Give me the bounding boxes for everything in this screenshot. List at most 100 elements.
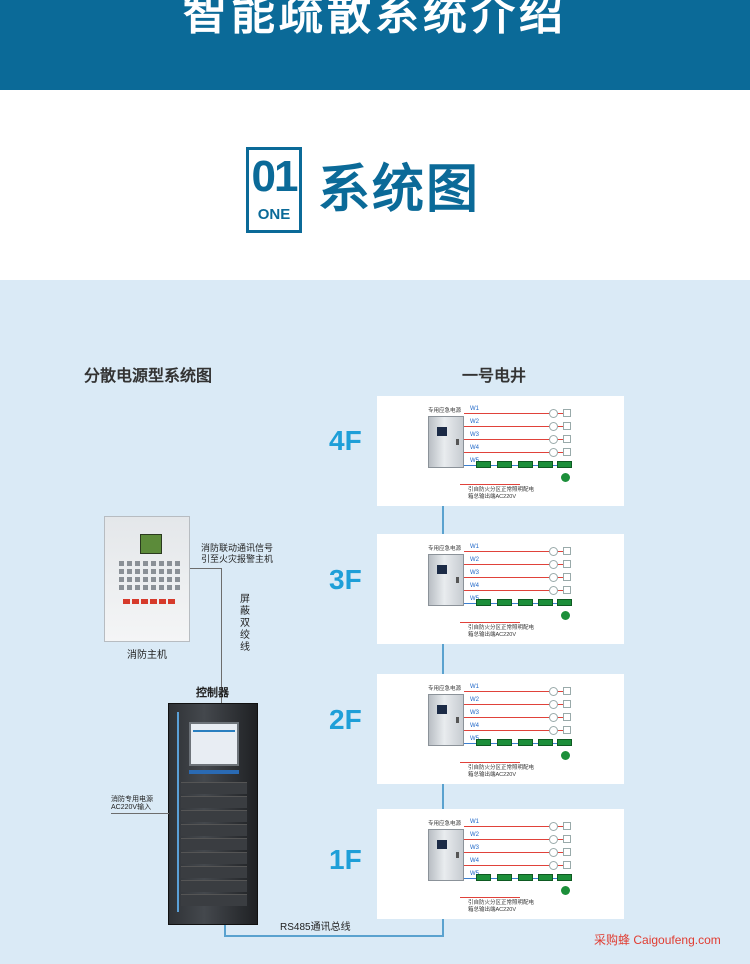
section-title: 系统图 [318, 161, 481, 219]
watermark: 采购蜂 Caigoufeng.com [594, 931, 721, 948]
circuit-line [464, 852, 569, 853]
card-note-line2: 箱总输出端AC220V [468, 632, 516, 638]
circuit-tag: W4 [470, 445, 479, 451]
exit-sign-icon [518, 599, 533, 606]
feeder-line [460, 897, 520, 898]
circuit-line [464, 564, 569, 565]
rack-slot [181, 838, 247, 850]
lamp-box-icon [563, 409, 571, 417]
circuit-line [464, 452, 569, 453]
lamp-box-icon [563, 822, 571, 830]
circuit-tag: W2 [470, 557, 479, 563]
emergency-power-cabinet [428, 554, 464, 606]
circuit-tag: W2 [470, 697, 479, 703]
host-key [135, 577, 140, 582]
exit-sign-icon [557, 739, 572, 746]
power-input-wire [111, 813, 169, 814]
host-alarm-button [150, 599, 157, 604]
rack-slot [181, 782, 247, 794]
circuit-line [464, 439, 569, 440]
circuit-line [464, 839, 569, 840]
rack-slot [181, 880, 247, 892]
exit-sign-icon [476, 874, 491, 881]
host-key [159, 577, 164, 582]
host-alarm-button [168, 599, 175, 604]
lamp-box-icon [563, 573, 571, 581]
circuit-line [464, 743, 569, 744]
exit-sign-icon [518, 874, 533, 881]
rack-door-trim [177, 712, 179, 912]
circuit-tag: W4 [470, 583, 479, 589]
card-note-line1: 引自防火分区正常照明配电 [468, 487, 535, 493]
host-key [127, 577, 132, 582]
circuit-tag: W4 [470, 858, 479, 864]
circuit-tag: W5 [470, 736, 479, 742]
circuit-line [464, 704, 569, 705]
lamp-box-icon [563, 713, 571, 721]
host-alarm-button [141, 599, 148, 604]
rack-slot [181, 824, 247, 836]
bus-label: RS485通讯总线 [280, 922, 351, 933]
circuit-tag: W1 [470, 406, 479, 412]
host-key [127, 569, 132, 574]
host-key [127, 585, 132, 590]
host-key [167, 585, 172, 590]
light-fixture-icon [549, 448, 558, 457]
host-key [119, 561, 124, 566]
host-key [151, 585, 156, 590]
host-key [143, 577, 148, 582]
host-key [175, 577, 180, 582]
floor-card-1f [377, 809, 624, 919]
light-fixture-icon [549, 435, 558, 444]
circuit-tag: W1 [470, 544, 479, 550]
circuit-line [464, 717, 569, 718]
exit-sign-icon [557, 461, 572, 468]
emergency-power-cabinet [428, 416, 464, 468]
host-key [143, 585, 148, 590]
host-key [135, 585, 140, 590]
host-key [159, 569, 164, 574]
host-alarm-button [159, 599, 166, 604]
signal-note-line1: 消防联动通讯信号 [201, 543, 274, 553]
lamp-box-icon [563, 848, 571, 856]
exit-sign-icon [557, 874, 572, 881]
circuit-tag: W3 [470, 432, 479, 438]
card-power-title: 专用应急电源 [428, 686, 462, 692]
floor-card-3f [377, 534, 624, 644]
top-banner: 智能疏散系统介绍 [0, 0, 750, 90]
lamp-box-icon [563, 422, 571, 430]
host-key [143, 561, 148, 566]
exit-sign-icon [538, 461, 553, 468]
exit-sign-icon [557, 599, 572, 606]
rack-slot [181, 866, 247, 878]
section-header-area [0, 90, 750, 280]
host-alarm-button [123, 599, 130, 604]
diagram-right-title: 一号电井 [462, 368, 527, 385]
host-key [167, 577, 172, 582]
feeder-line [460, 762, 520, 763]
light-fixture-icon [549, 687, 558, 696]
rack-slot [181, 852, 247, 864]
controller-nameplate [189, 770, 239, 774]
power-input-line1: 消防专用电源 [111, 796, 153, 803]
host-key [135, 561, 140, 566]
feeder-line [460, 622, 520, 623]
host-alarm-button [132, 599, 139, 604]
signal-note-line2: 引至火灾报警主机 [201, 554, 274, 564]
host-key [151, 569, 156, 574]
lamp-box-icon [563, 861, 571, 869]
circuit-line [464, 826, 569, 827]
exit-sign-icon [476, 599, 491, 606]
watermark-cn: 采购蜂 [594, 933, 631, 947]
light-fixture-icon [549, 422, 558, 431]
circuit-tag: W3 [470, 845, 479, 851]
host-key [119, 577, 124, 582]
shielded-wire-label: 屏蔽双绞线 [240, 594, 250, 653]
floor-card-4f [377, 396, 624, 506]
circuit-tag: W1 [470, 684, 479, 690]
circuit-line [464, 865, 569, 866]
exit-sign-icon [518, 739, 533, 746]
circuit-line [464, 590, 569, 591]
host-key [167, 569, 172, 574]
floor-label-4f: 4F [329, 425, 362, 456]
